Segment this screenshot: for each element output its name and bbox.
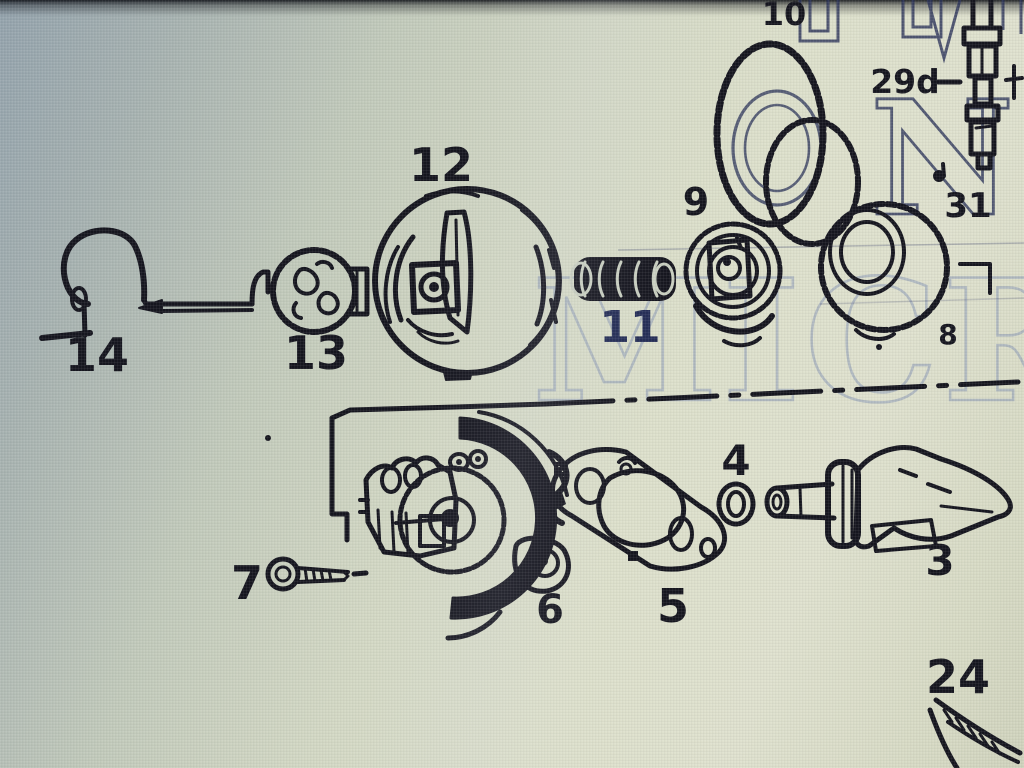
part-7-screw <box>265 556 369 592</box>
part-24-label: 24 <box>926 650 990 704</box>
part-7-label: 7 <box>231 556 263 610</box>
part-12-label: 12 <box>409 138 473 192</box>
part-10-label: 10 <box>762 0 807 33</box>
part-11-spring <box>569 257 676 301</box>
part-5-label: 5 <box>657 579 689 633</box>
part-14-wire-clip <box>39 227 271 341</box>
part-24-blade <box>927 697 1023 768</box>
part-8-label: 8 <box>938 318 957 351</box>
part-12-flywheel <box>372 186 562 381</box>
watermark-o <box>731 89 823 207</box>
watermark-rules <box>617 242 1024 305</box>
parts-layer <box>39 0 1024 768</box>
part-31-label: 31 <box>944 186 991 226</box>
part-10-rings <box>713 40 861 247</box>
watermark-top-fragments <box>798 0 1023 64</box>
part-8-drum <box>818 201 992 350</box>
part-11-label: 11 <box>599 302 660 353</box>
part-3-label: 3 <box>925 536 954 585</box>
part-4-label: 4 <box>721 436 750 485</box>
part-9-label: 9 <box>683 180 709 224</box>
part-4-washer <box>716 481 756 527</box>
part-6-label: 6 <box>536 587 564 633</box>
part-6-assembly <box>265 410 571 641</box>
labels-layer: 14 13 12 11 10 9 8 29d 31 7 6 5 4 3 24 <box>65 0 992 704</box>
part-5-gasket <box>548 447 728 572</box>
part-13-pawl-disc <box>270 247 370 335</box>
leader-lines <box>329 379 1021 543</box>
part-29-bolt <box>935 0 1003 171</box>
part-3-manifold <box>764 445 1013 553</box>
part-29-label: 29d <box>870 62 940 101</box>
part-14-label: 14 <box>65 328 129 382</box>
part-9-clutch-drum <box>683 221 783 348</box>
misc-right-edge-marks <box>933 64 1024 182</box>
part-13-label: 13 <box>284 326 348 380</box>
